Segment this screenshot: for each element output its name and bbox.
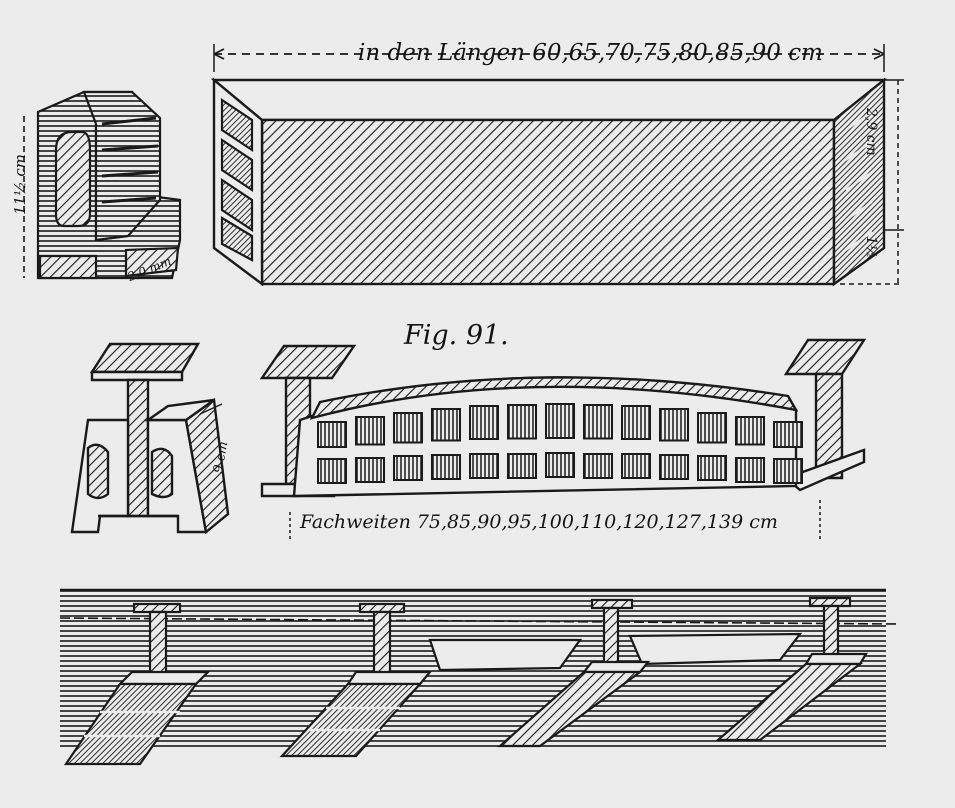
end-bottom-label: 1½ xyxy=(863,236,879,259)
ceiling-tiles xyxy=(84,706,400,738)
block-end-profile xyxy=(36,90,182,280)
lengths-label: in den Längen 60,65,70,75,80,85,90 cm xyxy=(358,40,823,66)
beam-skewback xyxy=(70,342,230,535)
hollow-block-cells xyxy=(220,97,254,262)
right-end-cells xyxy=(845,111,873,251)
arch-cell xyxy=(583,453,613,479)
arch-cell xyxy=(317,421,347,448)
arch-cell xyxy=(583,404,613,440)
arch-cells xyxy=(317,403,803,484)
spacing-label: Fachweiten 75,85,90,95,100,110,120,127,1… xyxy=(300,511,778,533)
arch-cell xyxy=(773,458,803,484)
arch-cell xyxy=(507,404,537,440)
arch-cell xyxy=(317,458,347,484)
arch-cell xyxy=(469,405,499,440)
arch-cell xyxy=(659,408,689,442)
arch-cell xyxy=(545,452,575,478)
arch-cell xyxy=(393,412,423,444)
arch-cell xyxy=(735,416,765,446)
arch-cell xyxy=(621,405,651,440)
arch-cell xyxy=(355,416,385,446)
arch-cell xyxy=(355,457,385,483)
arch-cell xyxy=(697,455,727,481)
block-height-label: 11½ cm xyxy=(11,153,29,215)
arch-cell xyxy=(507,453,537,479)
arch-cell xyxy=(469,453,499,479)
arch-cell xyxy=(735,457,765,483)
hollow-block xyxy=(210,77,888,287)
arch-cell xyxy=(545,403,575,439)
ceiling-strips xyxy=(63,662,864,766)
end-height-label: 2,9 cm xyxy=(863,108,879,156)
ceiling-panels xyxy=(428,632,803,672)
arch-beam-right xyxy=(783,338,867,492)
arch-cell xyxy=(431,454,461,480)
arch-cell xyxy=(393,455,423,481)
figure-caption: Fig. 91. xyxy=(404,320,509,351)
arch-cell xyxy=(697,412,727,444)
arch-cell xyxy=(773,421,803,448)
arch-cell xyxy=(431,408,461,442)
arch-cell xyxy=(621,453,651,479)
arch-cell xyxy=(659,454,689,480)
ceiling-beams xyxy=(117,596,868,686)
